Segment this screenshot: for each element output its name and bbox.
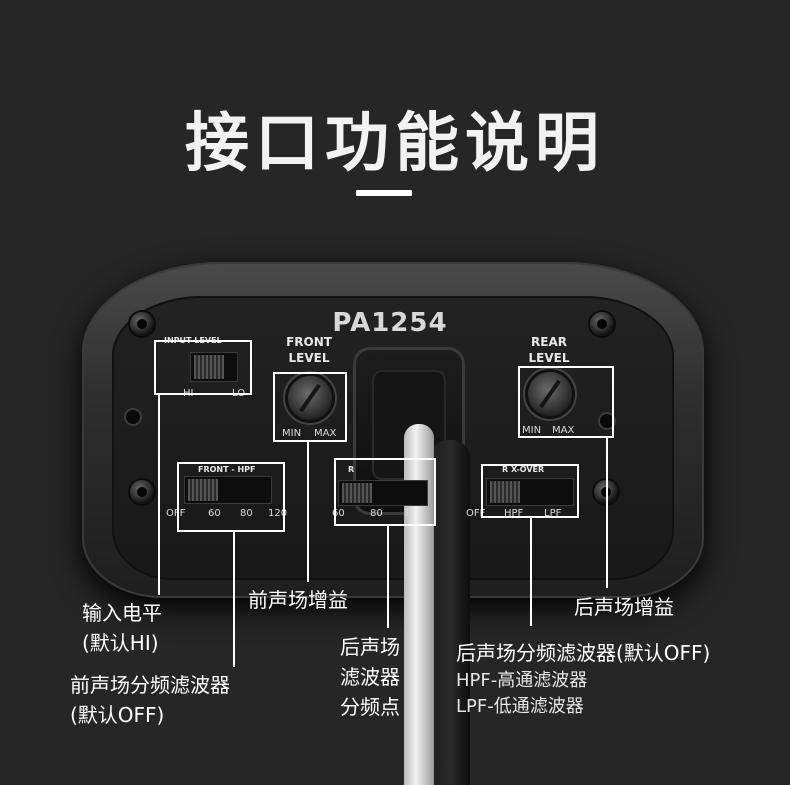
front-level-highlight (273, 372, 347, 442)
rear-xover-hpf-note: HPF-高通滤波器 (456, 670, 588, 691)
title-underline (356, 190, 412, 196)
input-level-switch[interactable] (190, 352, 238, 382)
rear-filter-60: 60 (332, 508, 345, 519)
rear-xover-leader (530, 518, 532, 626)
rear-level-max: MAX (552, 425, 575, 436)
front-level-knob[interactable] (288, 376, 332, 420)
led-hole (126, 410, 140, 424)
screw-icon (130, 480, 154, 504)
input-level-leader (158, 395, 160, 595)
front-level-annotation: 前声场增益 (248, 588, 348, 612)
front-level-label: FRONT LEVEL (286, 335, 332, 365)
rear-filter-1: 1 (404, 508, 411, 519)
rear-filter-highlight (334, 458, 436, 526)
front-level-min: MIN (282, 428, 302, 439)
front-hpf-120: 120 (268, 508, 288, 519)
input-level-highlight (154, 340, 252, 395)
rear-xover-label: R X-OVER (502, 465, 545, 474)
screw-icon (590, 312, 614, 336)
led-hole (600, 414, 614, 428)
front-hpf-60: 60 (208, 508, 221, 519)
input-level-annotation: 输入电平 (默认HI) (82, 601, 162, 655)
rear-filter-label: R (348, 465, 355, 474)
rear-filter-annotation: 后声场 滤波器 分频点 (340, 635, 400, 719)
rear-xover-switch[interactable] (486, 478, 574, 506)
rear-level-label: REAR LEVEL (528, 335, 570, 365)
rear-xover-off: OFF (466, 508, 486, 519)
rear-level-annotation: 后声场增益 (574, 595, 674, 619)
rear-filter-switch[interactable] (338, 480, 428, 506)
front-hpf-leader (233, 532, 235, 667)
rear-xover-hpf: HPF (504, 508, 524, 519)
front-hpf-label: FRONT - HPF (198, 465, 256, 474)
rear-filter-leader (387, 526, 389, 628)
page-title: 接口功能说明 (185, 107, 605, 181)
rear-level-leader (606, 438, 608, 588)
front-hpf-highlight (177, 462, 285, 532)
front-hpf-switch[interactable] (184, 476, 272, 504)
cable-dark (430, 440, 470, 785)
rear-xover-lpf: LPF (544, 508, 562, 519)
screw-icon (130, 312, 154, 336)
front-hpf-off: OFF (166, 508, 186, 519)
front-level-max: MAX (314, 428, 337, 439)
rear-xover-lpf-note: LPF-低通滤波器 (456, 696, 584, 717)
front-level-leader (307, 442, 309, 582)
front-hpf-80: 80 (240, 508, 253, 519)
front-hpf-annotation: 前声场分频滤波器 (默认OFF) (70, 673, 230, 727)
rear-xover-highlight (481, 464, 579, 518)
rear-level-highlight (518, 366, 614, 438)
rear-level-knob[interactable] (528, 372, 572, 416)
model-name: PA1254 (332, 308, 448, 338)
rear-filter-80: 80 (370, 508, 383, 519)
rear-level-min: MIN (522, 425, 542, 436)
rear-xover-annotation: 后声场分频滤波器(默认OFF) (456, 641, 711, 665)
